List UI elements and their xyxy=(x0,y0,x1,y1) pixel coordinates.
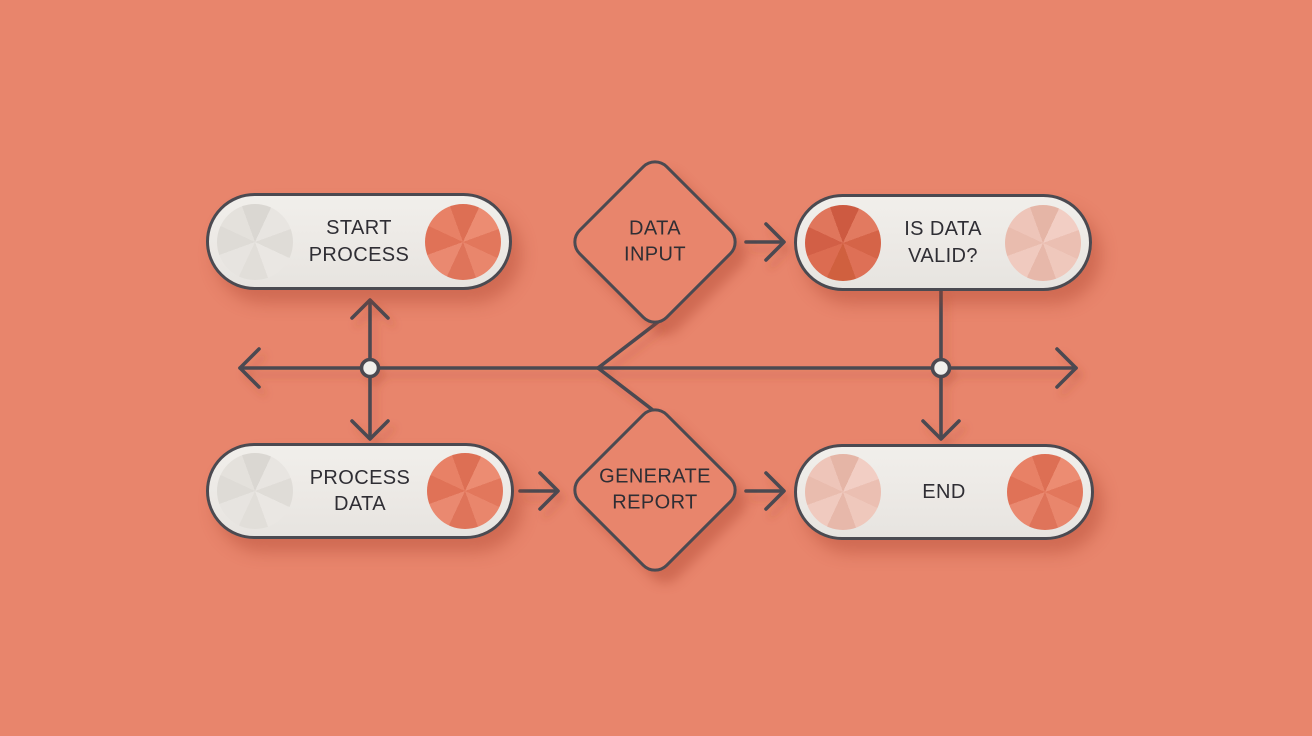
diagonal-input-to-mainline xyxy=(596,320,660,370)
arrowhead-report-to-end-icon xyxy=(764,471,786,511)
coral-dark-pinwheel-icon xyxy=(805,204,881,281)
node-label-generate-report: GENERATE REPORT xyxy=(599,465,711,514)
left-arrowhead-icon xyxy=(238,347,261,389)
node-process-data: PROCESS DATA xyxy=(206,443,514,539)
gray-pinwheel-icon xyxy=(217,453,293,529)
node-is-data-valid: IS DATA VALID? xyxy=(794,194,1092,291)
node-data-input: DATA INPUT xyxy=(565,152,745,332)
junction-dot-right xyxy=(930,357,952,379)
arrowhead-process-to-report-icon xyxy=(538,471,560,511)
up-arrowhead-icon xyxy=(350,298,390,320)
junction-dot-left xyxy=(359,357,381,379)
node-generate-report: GENERATE REPORT xyxy=(565,400,745,580)
coral-pinwheel-icon xyxy=(427,453,503,529)
arrowhead-input-to-valid-icon xyxy=(764,222,786,262)
right-arrowhead-icon xyxy=(1055,347,1078,389)
node-label-start-process: START PROCESS xyxy=(308,217,410,266)
down-arrowhead-left-icon xyxy=(350,419,390,441)
coral-pinwheel-icon xyxy=(425,203,501,280)
gray-pinwheel-icon xyxy=(217,203,293,280)
diagonal-mainline-to-report xyxy=(596,366,660,416)
node-label-data-input: DATA INPUT xyxy=(624,217,686,266)
coral-pinwheel-icon xyxy=(1007,454,1083,530)
node-end: END xyxy=(794,444,1094,540)
node-label-is-data-valid: IS DATA VALID? xyxy=(904,218,982,267)
down-arrowhead-right-icon xyxy=(921,419,961,441)
node-start-process: START PROCESS xyxy=(206,193,512,290)
node-label-end: END xyxy=(922,480,966,503)
pink-pinwheel-icon xyxy=(1005,204,1081,281)
node-label-process-data: PROCESS DATA xyxy=(309,466,411,515)
pink-pinwheel-icon xyxy=(805,454,881,530)
